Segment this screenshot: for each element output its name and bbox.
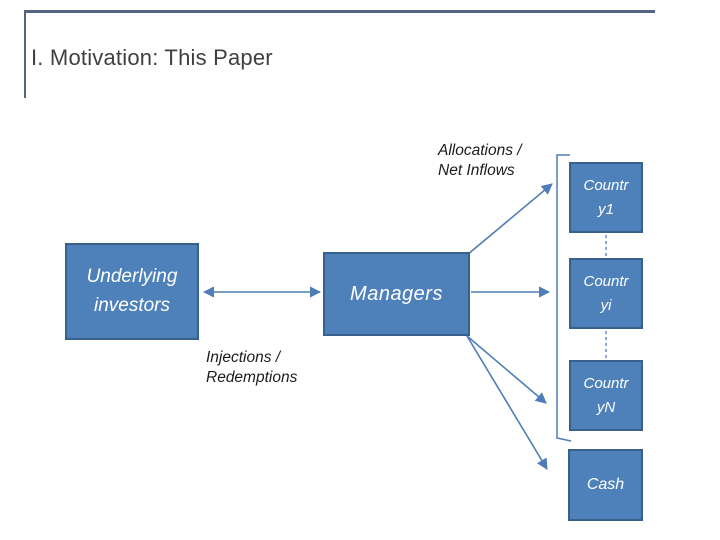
page-title: I. Motivation: This Paper (31, 45, 273, 70)
injections-redemptions-label: Injections / Redemptions (206, 349, 298, 387)
node-country1: Countr y1 (569, 162, 643, 233)
arrow-managers-cash (466, 335, 548, 470)
node-managers: Managers (323, 252, 470, 336)
node-underlying-investors: Underlying investors (65, 243, 199, 340)
node-cash: Cash (568, 449, 643, 521)
header-top-border (25, 10, 655, 13)
allocations-net-inflows-label: Allocations / Net Inflows (438, 142, 522, 180)
node-underlying-investors-label: Underlying investors (86, 266, 178, 316)
arrow-managers-countryn (466, 335, 547, 404)
node-countryi: Countr yi (569, 258, 643, 329)
node-cash-label: Cash (586, 476, 625, 493)
countries-bracket (556, 154, 572, 442)
arrow-managers-country1 (466, 183, 553, 256)
node-countryi-label: Countr yi (583, 273, 629, 314)
node-countryn: Countr yN (569, 360, 643, 431)
header-left-border (24, 10, 26, 98)
node-country1-label: Countr y1 (583, 177, 629, 218)
node-countryn-label: Countr yN (583, 375, 629, 416)
node-managers-label: Managers (350, 282, 443, 305)
